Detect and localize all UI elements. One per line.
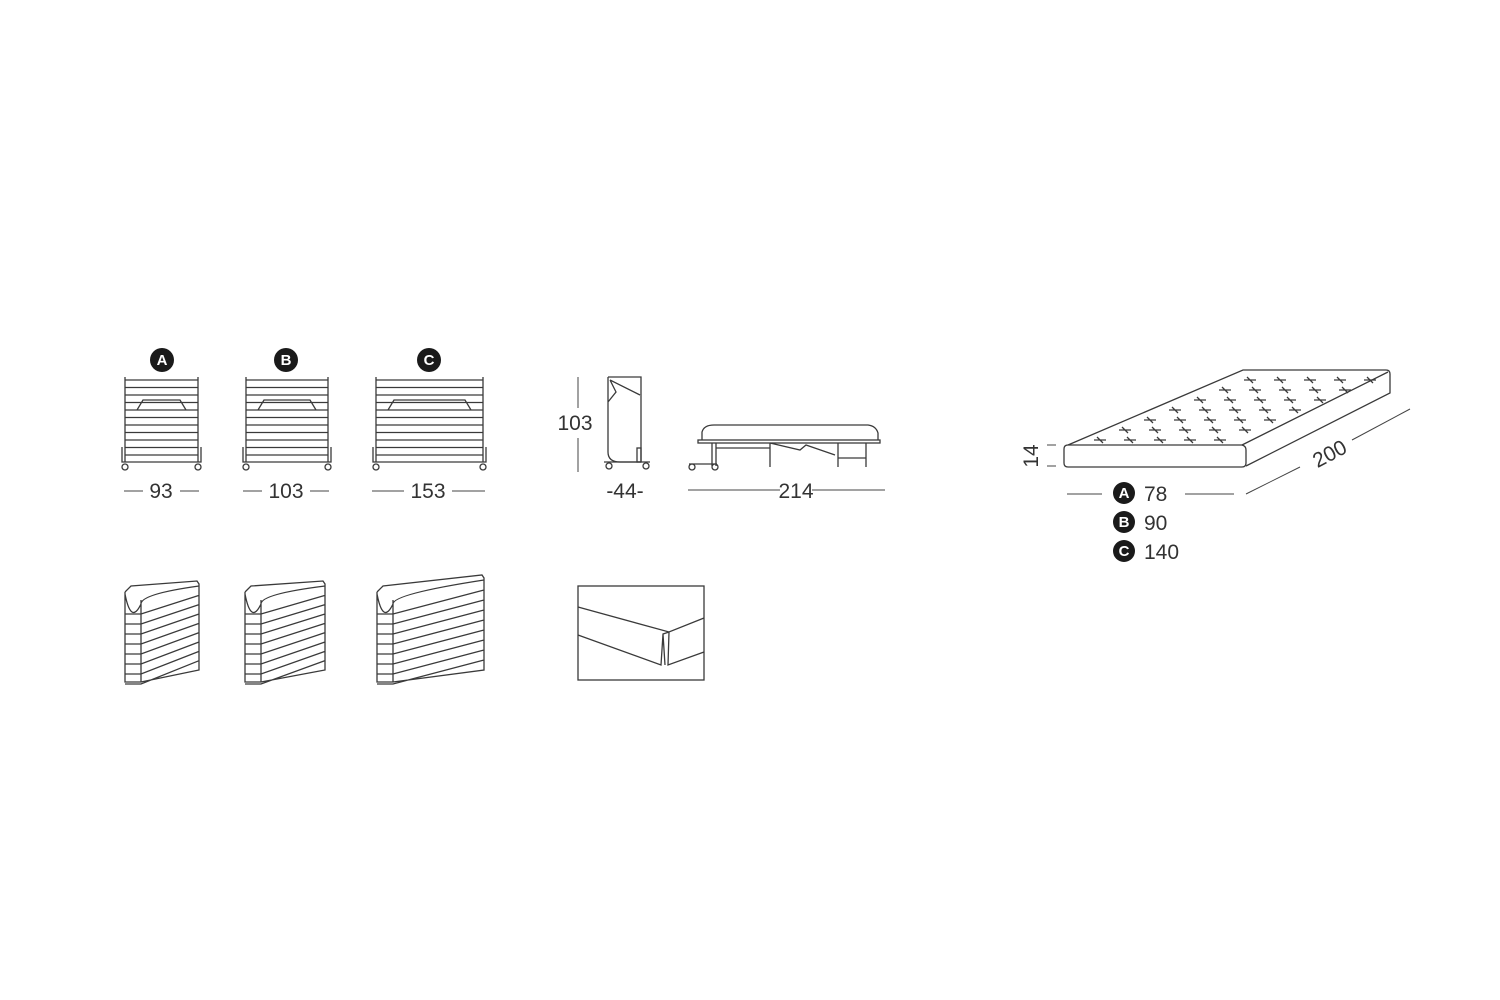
svg-text:93: 93 [149, 480, 172, 503]
dimension-width-b: 103 [243, 480, 329, 503]
svg-text:78: 78 [1144, 483, 1167, 506]
wheel-icon [372, 463, 380, 471]
svg-text:214: 214 [778, 480, 813, 503]
dimension-width-c: 153 [372, 480, 485, 503]
svg-text:-44-: -44- [606, 480, 643, 503]
svg-text:103: 103 [557, 412, 592, 435]
covered-folded-beds [124, 574, 485, 685]
folded-bed-frame [242, 377, 332, 463]
mattress-width-a: A 78 [1113, 482, 1167, 506]
wheel-icon [121, 463, 129, 471]
svg-text:140: 140 [1144, 541, 1179, 564]
wheel-icon [324, 463, 332, 471]
folded-bed-frame [121, 377, 202, 463]
wheel-icon [242, 463, 250, 471]
valance-detail [577, 585, 705, 681]
svg-text:200: 200 [1309, 436, 1351, 473]
covered-bed [376, 574, 485, 685]
mattress-tufting [1094, 376, 1376, 444]
svg-text:B: B [1119, 514, 1130, 531]
wheel-icon [479, 463, 487, 471]
folded-bed-frame [372, 377, 487, 463]
folded-bed-front-views [121, 377, 487, 471]
svg-text:A: A [1119, 485, 1130, 502]
badge-b: B [274, 348, 298, 372]
svg-text:A: A [157, 352, 168, 369]
mattress-isometric: 14 200 [1020, 369, 1411, 495]
covered-bed [124, 580, 200, 685]
svg-text:C: C [424, 352, 435, 369]
badge-c: C [417, 348, 441, 372]
covered-bed [244, 580, 326, 685]
mattress-width-b: B 90 [1113, 511, 1167, 535]
badge-a: A [150, 348, 174, 372]
tuft-marks [1094, 376, 1376, 444]
wheel-icon [194, 463, 202, 471]
svg-text:103: 103 [268, 480, 303, 503]
svg-text:14: 14 [1020, 444, 1043, 468]
svg-text:153: 153 [410, 480, 445, 503]
svg-text:90: 90 [1144, 512, 1167, 535]
dimension-width-a: 93 [124, 480, 199, 503]
folded-bed-side-view: 103 -44- [557, 376, 650, 503]
open-bed-side-view: 214 [688, 424, 885, 503]
mattress-width-c: C 140 [1113, 540, 1179, 564]
svg-text:B: B [281, 352, 292, 369]
svg-text:C: C [1119, 543, 1130, 560]
